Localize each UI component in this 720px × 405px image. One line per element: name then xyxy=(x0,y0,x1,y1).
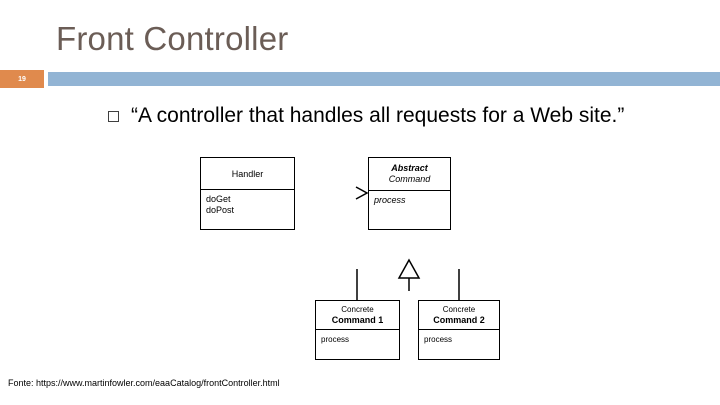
uml-class-subtitle: Command 1 xyxy=(331,315,384,325)
uml-operations: process xyxy=(419,330,499,345)
header-divider xyxy=(48,72,720,86)
slide-number-badge: 19 xyxy=(0,70,44,88)
page-title: Front Controller xyxy=(56,20,289,57)
uml-class-name: Handler xyxy=(201,158,294,190)
uml-class-name: Concrete Command 2 xyxy=(419,301,499,330)
uml-operation: process xyxy=(374,195,406,205)
uml-operations: doGet doPost xyxy=(201,190,294,216)
uml-class-title: Abstract xyxy=(391,163,428,173)
uml-class-abstract-command: Abstract Command process xyxy=(368,157,451,230)
uml-class-concrete-command-2: Concrete Command 2 process xyxy=(418,300,500,360)
uml-class-handler: Handler doGet doPost xyxy=(200,157,295,230)
body-content: “A controller that handles all requests … xyxy=(108,101,648,130)
list-item: “A controller that handles all requests … xyxy=(108,101,648,130)
uml-class-subtitle: Command xyxy=(388,174,431,184)
uml-class-diagram: Handler doGet doPost Abstract Command pr… xyxy=(190,145,535,375)
uml-connector-layer xyxy=(355,186,460,300)
uml-operation: doGet doPost xyxy=(206,194,235,215)
uml-class-title: Concrete xyxy=(341,305,374,314)
uml-class-title: Handler xyxy=(231,168,264,179)
uml-operation: process xyxy=(321,335,350,344)
uml-operations: process xyxy=(316,330,399,345)
uml-operations: process xyxy=(369,191,450,206)
source-note: Fonte: https://www.martinfowler.com/eaaC… xyxy=(8,378,280,388)
quote-text: “A controller that handles all requests … xyxy=(131,104,625,127)
square-bullet-icon xyxy=(108,111,119,122)
uml-class-name: Abstract Command xyxy=(369,158,450,191)
uml-operation: process xyxy=(424,335,453,344)
association-arrowhead-icon xyxy=(355,186,369,200)
uml-class-concrete-command-1: Concrete Command 1 process xyxy=(315,300,400,360)
generalization-triangle-icon xyxy=(397,258,421,279)
uml-class-subtitle: Command 2 xyxy=(433,315,485,325)
uml-class-name: Concrete Command 1 xyxy=(316,301,399,330)
uml-class-title: Concrete xyxy=(442,305,476,314)
